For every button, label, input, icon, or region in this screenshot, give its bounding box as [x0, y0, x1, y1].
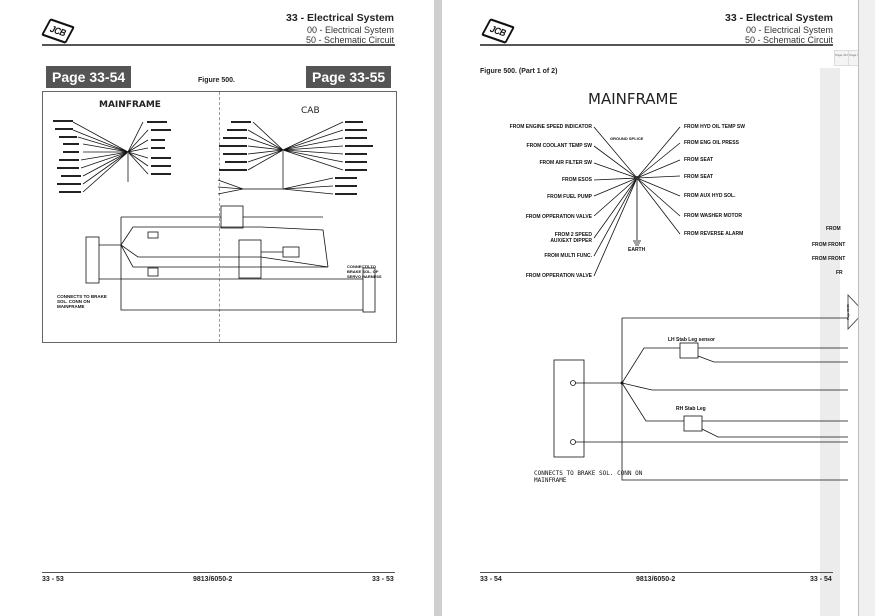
mainframe-harness-drawing — [593, 126, 681, 277]
left-connector-label: FROM 2 SPEED AUX/EXT DIPPER — [550, 232, 592, 244]
section-title: 33 - Electrical System — [725, 12, 833, 24]
rh-stab-leg-label: RH Stab Leg — [676, 406, 706, 412]
schematic-drawing — [53, 120, 376, 313]
footer-page-left: 33 - 54 — [480, 576, 502, 583]
page-link-badge[interactable]: Page 33-54 — [46, 66, 132, 88]
cab-title: CAB — [301, 106, 320, 116]
left-connector-label: FROM ESOS — [561, 177, 592, 183]
mainframe-harness — [72, 121, 149, 193]
right-connector-label: FROM WASHER MOTOR — [684, 213, 742, 219]
left-connector-label: FROM FUEL PUMP — [547, 194, 592, 200]
mainframe-title: MAINFRAME — [99, 100, 161, 110]
figure-label: Figure 500. — [198, 77, 235, 84]
page-gap — [434, 0, 442, 616]
footer-rule — [42, 572, 395, 573]
stab-leg-circuit — [85, 205, 376, 313]
footer-doc-number: 9813/6050-2 — [636, 576, 676, 583]
figure-label: Figure 500. (Part 1 of 2) — [480, 68, 558, 75]
continue-page-label: Page 33-55 — [845, 304, 850, 320]
header-rule — [42, 44, 395, 46]
subsection-title: 00 - Electrical System — [306, 25, 394, 35]
page-link-badge[interactable]: Page 33-55 — [306, 66, 392, 88]
left-connector-label: FROM ENGINE SPEED INDICATOR — [509, 124, 592, 130]
footer-rule — [480, 572, 833, 573]
cutoff-label: FROM FRONT — [812, 242, 846, 248]
cutoff-label: FROM — [826, 226, 841, 232]
page-edge-strip — [820, 68, 840, 616]
left-connector-label: FROM OPPERATION VALVE — [525, 214, 592, 220]
footer-page-right: 33 - 54 — [810, 576, 832, 583]
header-rule — [480, 44, 833, 46]
mainframe-wire-labels — [53, 120, 171, 193]
section-title: 33 - Electrical System — [286, 12, 394, 24]
lh-stab-leg-sensor-label: LH Stab Leg sensor — [668, 337, 715, 343]
page-header: 33 - Electrical System 00 - Electrical S… — [725, 12, 833, 45]
right-connector-label: FROM REVERSE ALARM — [684, 231, 744, 237]
next-page-arrow[interactable] — [844, 293, 874, 333]
footer-doc-number: 9813/6050-2 — [193, 576, 233, 583]
right-connector-label: FROM HYD OIL TEMP SW — [684, 124, 745, 130]
topic-title: 50 - Schematic Circuit — [744, 35, 833, 45]
right-connector-label: FROM SEAT — [684, 174, 714, 180]
cutoff-label: FR — [836, 270, 843, 276]
page-header: 33 - Electrical System 00 - Electrical S… — [286, 12, 394, 45]
footer-page-left: 33 - 53 — [42, 576, 64, 583]
footer-page-right: 33 - 53 — [372, 576, 394, 583]
subsection-title: 00 - Electrical System — [745, 25, 833, 35]
schematic-figure: MAINFRAME CAB — [42, 91, 397, 343]
left-connector-label: FROM AIR FILTER SW — [539, 160, 593, 166]
cab-harness — [217, 121, 344, 195]
stab-leg-circuit-drawing — [553, 317, 848, 481]
right-connector-label: FROM SEAT — [684, 157, 714, 163]
mainframe-title: MAINFRAME — [588, 90, 678, 108]
brake-note-left: CONNECTS TO BRAKE SOL. CONN ON MAINFRAME — [57, 294, 107, 309]
cab-wire-labels — [219, 121, 373, 195]
right-connector-label: FROM AUX HYD SOL. — [684, 193, 736, 199]
earth-label: EARTH — [628, 247, 646, 253]
left-connector-label: FROM COOLANT TEMP SW — [526, 143, 592, 149]
left-page: JCB 33 - Electrical System 00 - Electric… — [0, 0, 434, 616]
splice-label: GROUND SPLICE — [610, 136, 644, 141]
left-connector-label: FROM OPPERATION VALVE — [525, 273, 592, 279]
brake-note: CONNECTS TO BRAKE SOL. CONN ON MAINFRAME — [534, 470, 643, 484]
right-page: JCB 33 - Electrical System 00 - Electric… — [442, 0, 866, 616]
brake-note-right: CONNECTS TO BRAKE SOL. OF SERVO HARNESS — [347, 264, 382, 279]
topic-title: 50 - Schematic Circuit — [305, 35, 394, 45]
jcb-logo: JCB — [41, 18, 75, 44]
vertical-scrollbar[interactable] — [858, 0, 875, 616]
right-connector-label: FROM ENG OIL PRESS — [684, 140, 739, 146]
cutoff-label: FROM FRONT — [812, 256, 846, 262]
page-nav-button[interactable]: Page 33-54 — [834, 50, 852, 66]
left-connector-label: FROM MULTI FUNC. — [544, 253, 592, 259]
